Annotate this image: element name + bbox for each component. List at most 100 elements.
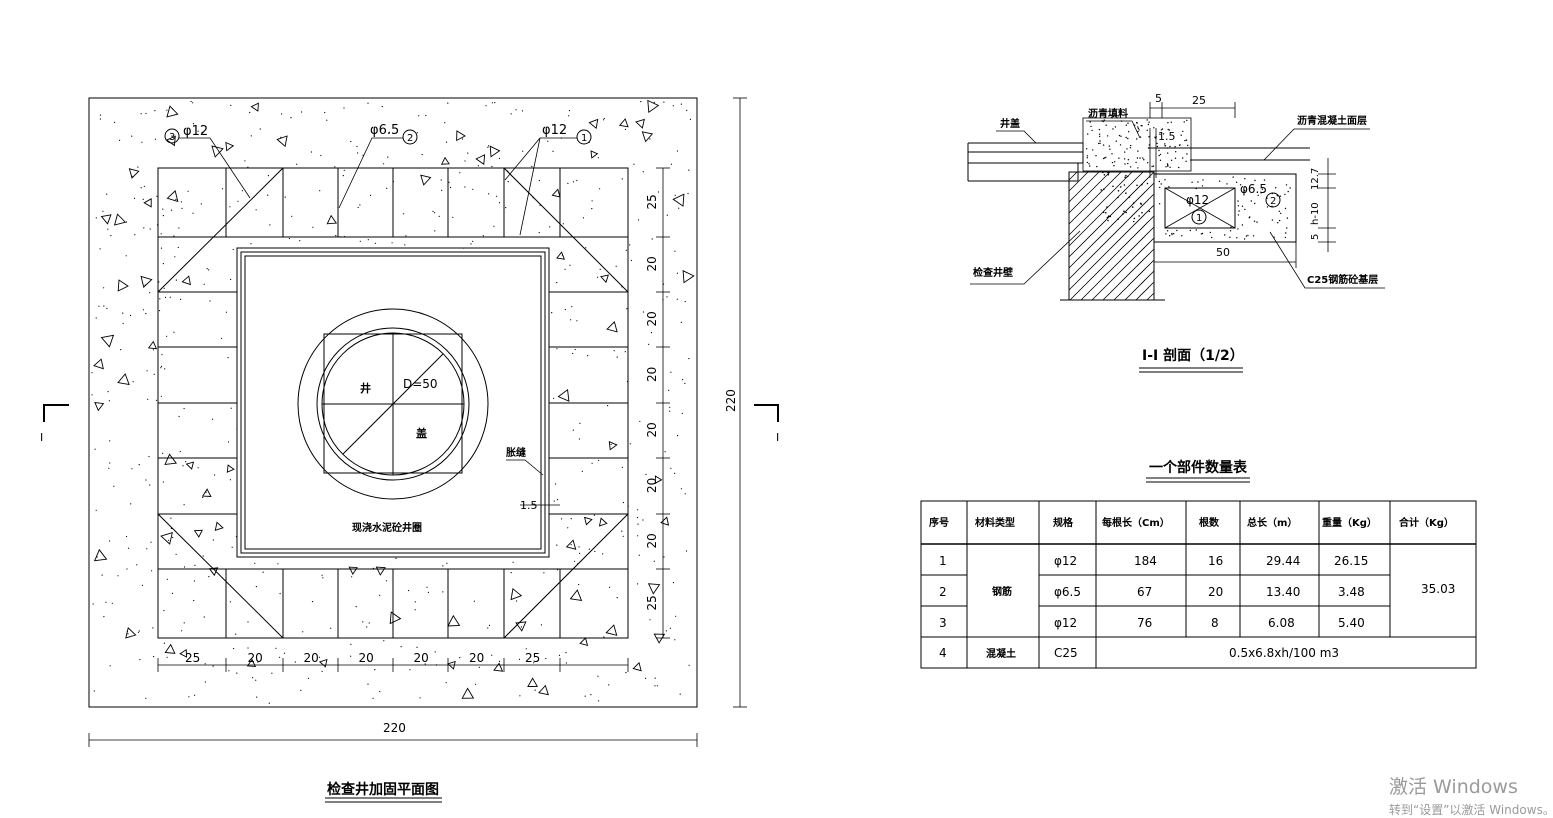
aggregate-mark	[556, 251, 565, 260]
rebar-callout-1: φ12 1	[504, 123, 592, 236]
aggregate-mark	[606, 321, 618, 333]
aggregate-mark	[140, 275, 153, 288]
aggregate-mark	[276, 135, 288, 148]
cell-spec: φ12	[1054, 554, 1077, 568]
aggregate-mark	[600, 274, 609, 284]
dim-bottom-value: 25	[525, 651, 540, 665]
aggregate-mark	[125, 627, 137, 639]
quantity-table: 一个部件数量表 序号 材料类型 规格 每根长（Cm） 根数 总长（m）	[920, 459, 1477, 669]
wall-hatch	[1068, 171, 1155, 301]
th-count: 根数	[1199, 516, 1220, 529]
aggregate-mark	[475, 154, 486, 166]
cell-no: 3	[939, 616, 947, 630]
aggregate-mark	[647, 583, 661, 595]
aggregate-mark	[583, 516, 593, 526]
aggregate-mark	[654, 475, 663, 485]
aggregate-mark	[557, 388, 570, 402]
aggregate-mark	[493, 662, 504, 672]
table-row: 3 φ12 76 8 6.08 5.40	[939, 616, 1365, 630]
aggregate-mark	[618, 118, 629, 128]
cell-spec: φ6.5	[1054, 585, 1081, 599]
aggregate-mark	[565, 539, 577, 550]
aggregate-mark	[143, 198, 152, 208]
dim-right-value: 20	[645, 533, 659, 548]
aggregate-mark	[632, 661, 642, 672]
windows-activation-watermark: 激活 Windows 转到“设置”以激活 Windows。	[1389, 772, 1553, 818]
aggregate-mark	[527, 677, 539, 687]
aggregate-mark	[94, 402, 105, 412]
cover-ring	[316, 327, 470, 481]
dim-right-value: 20	[645, 256, 659, 271]
dim-top-width: 25	[1192, 94, 1206, 107]
aggregate-mark	[389, 611, 402, 625]
ring-edge-2	[244, 255, 542, 550]
cell-count: 16	[1208, 554, 1223, 568]
section-marker-right: I	[754, 404, 779, 444]
cell-weight: 5.40	[1338, 616, 1365, 630]
cell-length: 184	[1134, 554, 1157, 568]
cell-rebar-material: 钢筋	[992, 585, 1012, 598]
label-asphalt-filler: 沥青填料	[1088, 107, 1128, 120]
aggregate-mark	[179, 649, 188, 658]
aggregate-mark	[461, 687, 475, 699]
aggregate-mark	[214, 521, 224, 531]
dim-bottom-value: 20	[359, 651, 374, 665]
dim-total-width-text: 220	[383, 721, 406, 735]
cell-volume: 0.5x6.8xh/100 m3	[1229, 646, 1339, 660]
aggregate-mark	[250, 102, 259, 112]
aggregate-mark	[598, 517, 608, 527]
dim-v-top: 12.7	[1310, 168, 1321, 190]
cell-length: 67	[1137, 585, 1152, 599]
th-sum: 合计（Kg）	[1398, 516, 1454, 529]
mark-3: 3	[169, 132, 175, 143]
plan-view: 井 D=50 盖 现浇水泥砼井圈 胀缝 1.5 3 φ12 φ6.5 2 φ12…	[40, 97, 779, 803]
aggregate-mark	[166, 105, 179, 118]
dim-right-value: 20	[645, 367, 659, 382]
table-row: 4 混凝土 C25 0.5x6.8xh/100 m3	[939, 646, 1339, 660]
rebar-cage	[1164, 187, 1236, 229]
aggregate-mark	[147, 340, 158, 350]
rebar-callout-3: 3 φ12	[164, 124, 251, 199]
cell-count: 20	[1208, 585, 1223, 599]
rebar-ties-left	[158, 291, 237, 515]
dim-total-height-text: 220	[724, 389, 738, 412]
dim-bottom-value: 25	[185, 651, 200, 665]
dim-right-value: 20	[645, 311, 659, 326]
mark-circle-3	[164, 128, 180, 144]
cover-ring-outer	[297, 308, 489, 500]
aggregate-mark	[164, 453, 178, 466]
aggregate-mark	[113, 213, 127, 226]
aggregate-mark	[420, 174, 432, 186]
outer-boundary	[88, 97, 698, 708]
cell-no: 1	[939, 554, 947, 568]
th-spec: 规格	[1053, 516, 1074, 529]
mark-circle-1	[576, 129, 592, 145]
cell-spec: C25	[1054, 646, 1078, 660]
aggregate-mark	[164, 643, 176, 654]
label-well-wall: 检查井壁	[973, 266, 1013, 279]
dim-bottom-value: 20	[304, 651, 319, 665]
diameter-line	[342, 353, 444, 455]
ring-name: 现浇水泥砼井圈	[352, 521, 422, 534]
aggregate-mark	[160, 532, 173, 545]
aggregate-mark	[117, 279, 129, 292]
dim-right-value: 20	[645, 422, 659, 437]
asphalt-filler	[1082, 117, 1192, 172]
aggregate-mark	[348, 566, 358, 575]
aggregate-mark	[538, 684, 549, 696]
watermark-line-1: 激活 Windows	[1389, 776, 1518, 798]
dim-right-value: 25	[645, 595, 659, 610]
cell-total: 13.40	[1266, 585, 1300, 599]
section-rebar2-label: φ6.5	[1240, 182, 1267, 196]
aggregate-mark	[653, 633, 666, 644]
aggregate-mark	[201, 488, 212, 497]
th-no: 序号	[929, 516, 949, 529]
dim-bottom-width: 50	[1216, 246, 1230, 259]
th-material: 材料类型	[975, 516, 1015, 529]
cell-material: 混凝土	[986, 647, 1016, 660]
expansion-joint-leader	[506, 459, 544, 476]
section-rebar1-label: φ12	[1186, 193, 1209, 207]
aggregate-mark	[100, 334, 115, 348]
